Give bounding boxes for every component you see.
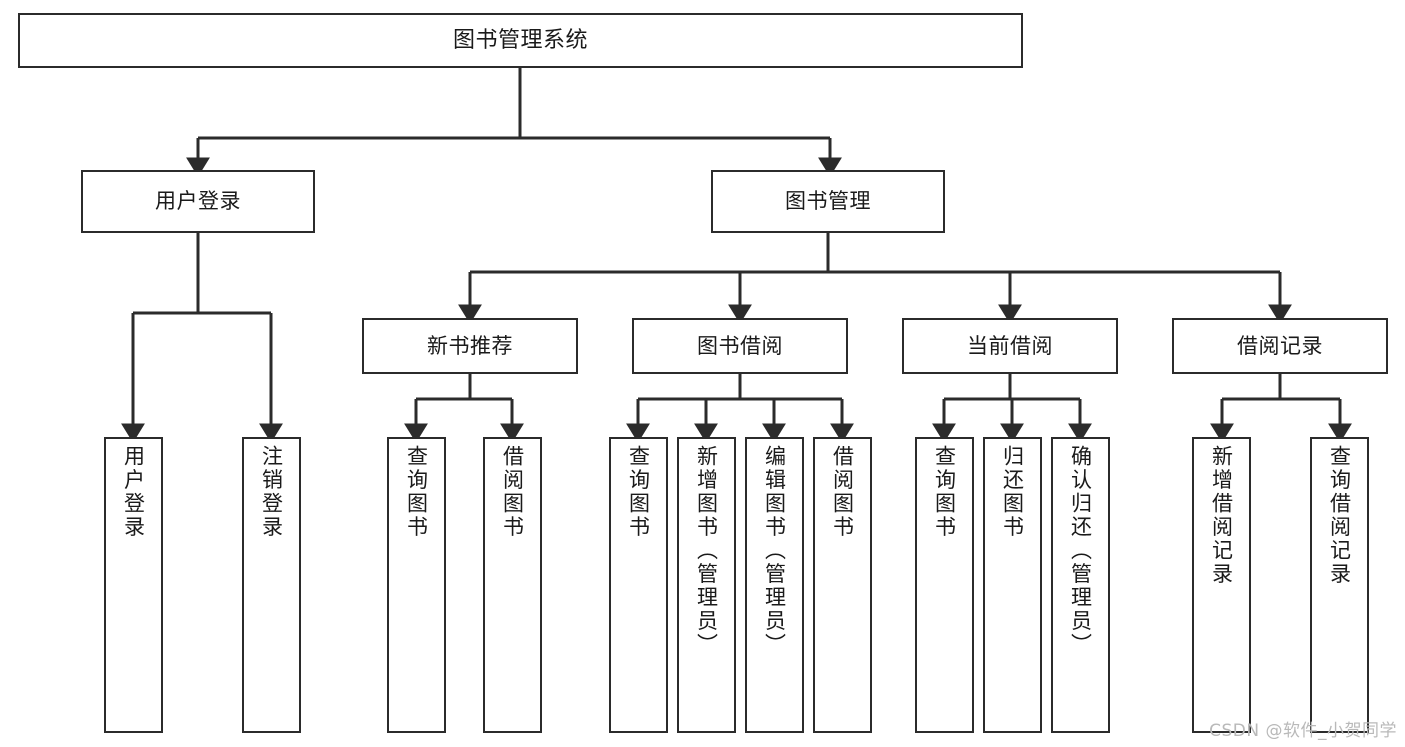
csdn-watermark: CSDN @软件_小贺同学 bbox=[1209, 721, 1397, 741]
node-book-borrow[interactable]: 图书借阅 bbox=[632, 318, 848, 374]
node-leaf-logout[interactable]: 注销登录 bbox=[242, 437, 301, 733]
node-label: 新增图书（管理员） bbox=[694, 445, 719, 657]
node-current-borrow[interactable]: 当前借阅 bbox=[902, 318, 1118, 374]
node-label: 借阅图书 bbox=[500, 445, 525, 539]
node-label: 确认归还（管理员） bbox=[1068, 445, 1093, 657]
node-label: 查询借阅记录 bbox=[1327, 445, 1352, 586]
node-leaf-query-record[interactable]: 查询借阅记录 bbox=[1310, 437, 1369, 733]
node-label: 借阅图书 bbox=[830, 445, 855, 539]
node-leaf-add-book[interactable]: 新增图书（管理员） bbox=[677, 437, 736, 733]
node-user-login[interactable]: 用户登录 bbox=[81, 170, 315, 233]
node-label: 查询图书 bbox=[932, 445, 957, 539]
node-label: 当前借阅 bbox=[967, 333, 1053, 358]
node-label: 图书借阅 bbox=[697, 333, 783, 358]
node-label: 查询图书 bbox=[626, 445, 651, 539]
node-label: 新增借阅记录 bbox=[1209, 445, 1234, 586]
node-leaf-add-record[interactable]: 新增借阅记录 bbox=[1192, 437, 1251, 733]
node-label: 注销登录 bbox=[259, 445, 284, 539]
node-leaf-query-book-1[interactable]: 查询图书 bbox=[387, 437, 446, 733]
node-label: 用户登录 bbox=[155, 189, 241, 214]
node-leaf-query-book-2[interactable]: 查询图书 bbox=[609, 437, 668, 733]
node-label: 借阅记录 bbox=[1237, 333, 1323, 358]
node-book-manage[interactable]: 图书管理 bbox=[711, 170, 945, 233]
node-label: 图书管理系统 bbox=[452, 27, 588, 53]
node-label: 归还图书 bbox=[1000, 445, 1025, 539]
node-label: 查询图书 bbox=[404, 445, 429, 539]
node-label: 图书管理 bbox=[785, 189, 871, 214]
node-leaf-borrow-book-1[interactable]: 借阅图书 bbox=[483, 437, 542, 733]
node-label: 用户登录 bbox=[121, 445, 146, 539]
node-leaf-return-book[interactable]: 归还图书 bbox=[983, 437, 1042, 733]
node-leaf-user-login[interactable]: 用户登录 bbox=[104, 437, 163, 733]
node-new-book-recommend[interactable]: 新书推荐 bbox=[362, 318, 578, 374]
node-leaf-confirm-return[interactable]: 确认归还（管理员） bbox=[1051, 437, 1110, 733]
node-root-system[interactable]: 图书管理系统 bbox=[18, 13, 1023, 68]
node-borrow-record[interactable]: 借阅记录 bbox=[1172, 318, 1388, 374]
node-leaf-query-book-3[interactable]: 查询图书 bbox=[915, 437, 974, 733]
node-label: 新书推荐 bbox=[427, 333, 513, 358]
node-label: 编辑图书（管理员） bbox=[762, 445, 787, 657]
node-leaf-borrow-book-2[interactable]: 借阅图书 bbox=[813, 437, 872, 733]
node-leaf-edit-book[interactable]: 编辑图书（管理员） bbox=[745, 437, 804, 733]
